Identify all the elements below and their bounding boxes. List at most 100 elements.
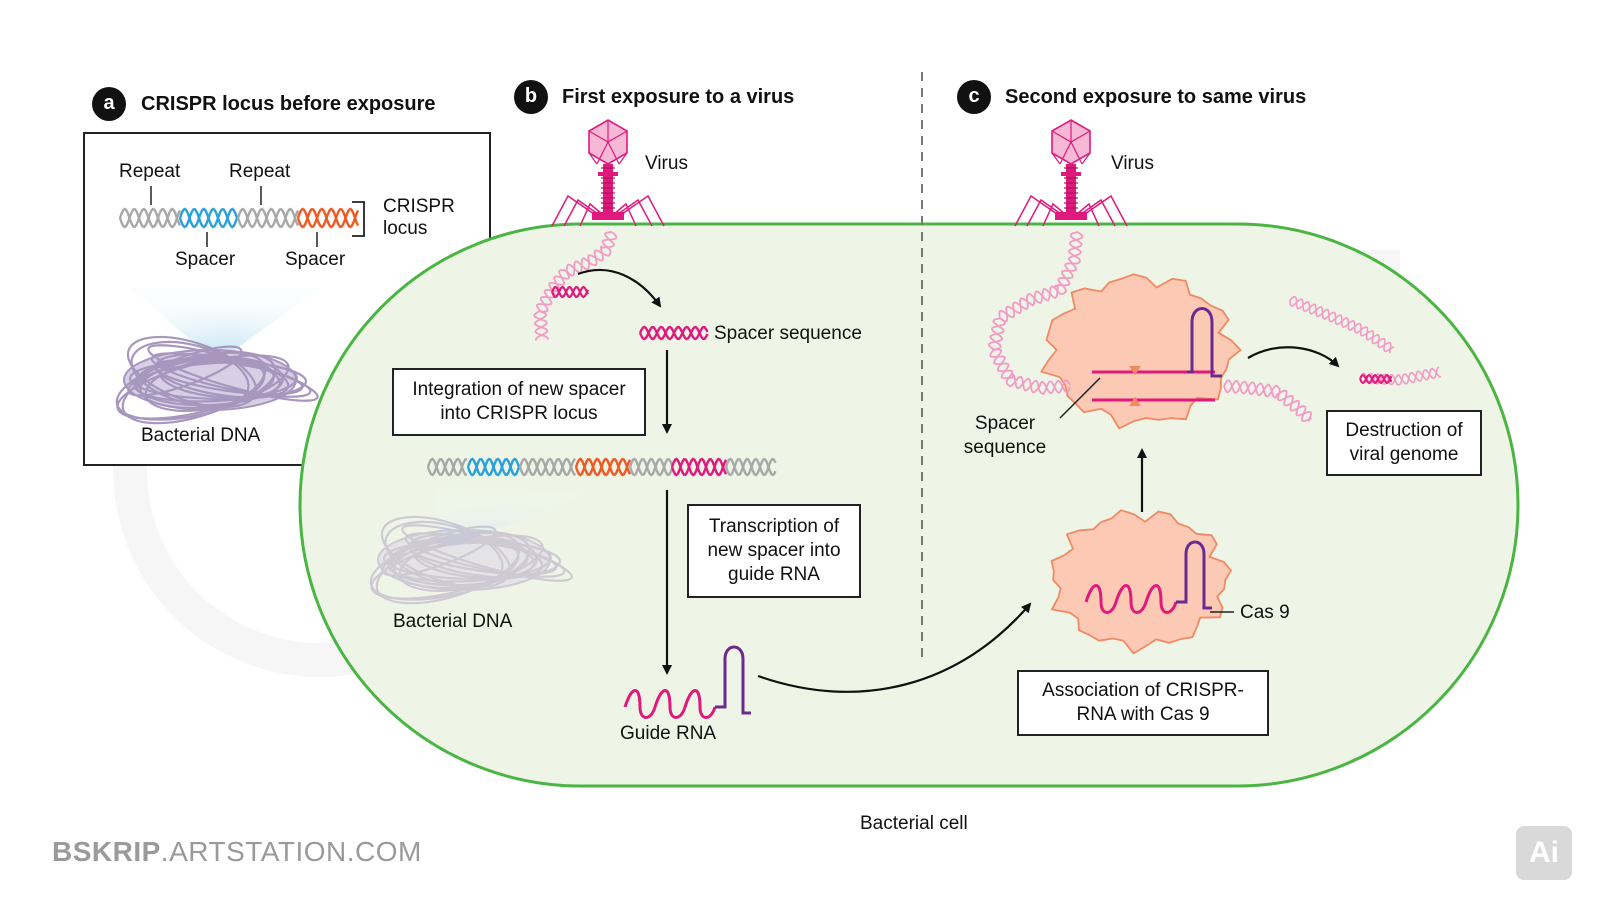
viral-dna-strand: [987, 231, 1084, 395]
dna-segment: [518, 457, 577, 477]
dna-loop: [413, 537, 535, 579]
spacer-sequence-pointer: [1059, 377, 1101, 419]
dna-loop: [369, 531, 531, 601]
watermark-rest: .ARTSTATION.COM: [160, 836, 422, 867]
virus-baseplate: [592, 212, 624, 220]
dna-loop: [408, 533, 544, 579]
virus-tail: [603, 164, 613, 214]
zoom-beam-a: [130, 288, 320, 352]
panel-a-badge: a: [92, 87, 126, 121]
locus-bracket: [352, 201, 365, 237]
dna-loop: [401, 524, 573, 582]
dna-loop: [116, 354, 290, 420]
crispr-locus-a: [118, 207, 360, 229]
dna-segment: [426, 457, 467, 477]
guide-rna-spacer: [623, 689, 717, 719]
dna-segment: [426, 457, 467, 477]
bacterial-dna-label-a: Bacterial DNA: [141, 425, 261, 446]
virus-icon: [551, 119, 665, 227]
spacer-helix: [638, 325, 709, 341]
guide-rna-scaffold: [715, 645, 751, 715]
panel-b-title: First exposure to a virus: [562, 86, 795, 108]
virus-tail-fibers: [551, 194, 665, 227]
virus-label-b: Virus: [645, 153, 688, 174]
repeat-label-2: Repeat: [229, 161, 291, 182]
viral-dna-strand: [1223, 379, 1312, 423]
dna-loop: [381, 525, 497, 577]
site-watermark: BSKRIP.ARTSTATION.COM: [52, 836, 422, 868]
guide-rna-scaffold: [1176, 540, 1212, 610]
bacterial-dna-icon: [115, 335, 319, 425]
destruction-line2: viral genome: [1349, 444, 1459, 465]
spacer-label-line2: sequence: [963, 437, 1047, 458]
spacer-sequence-icon: [638, 325, 709, 341]
integration-line2: into CRISPR locus: [440, 403, 598, 424]
injected-viral-dna: [533, 231, 618, 341]
crispr-locus-label-line1: CRISPR: [383, 196, 455, 217]
spacer-label-2: Spacer: [285, 249, 346, 270]
spacer-sequence-label: Spacer sequence: [714, 323, 862, 344]
dna-loop: [384, 520, 504, 588]
virus-tail: [1066, 164, 1076, 214]
dna-loop: [398, 538, 520, 592]
virus-tail-fibers: [1014, 194, 1128, 227]
transcription-line2: new spacer into: [707, 540, 841, 561]
arrow-association: [757, 602, 1032, 693]
dna-segment: [118, 207, 182, 229]
dna-loop: [370, 534, 544, 600]
dna-loop: [130, 340, 250, 408]
viral-spacer-fragment: [1359, 373, 1393, 385]
virus-baseplate: [1055, 212, 1087, 220]
cas9-body: [1040, 273, 1242, 430]
viral-spacer-region: [551, 285, 590, 299]
cut-site-icon: [1129, 365, 1141, 407]
crispr-locus-label-line2: locus: [383, 218, 428, 239]
bacterial-dna-faded-icon: [369, 515, 573, 605]
viral-dna-fragment: [1289, 298, 1392, 354]
dna-segment: [466, 457, 521, 477]
virus-head-facets: [1051, 120, 1091, 165]
guide-rna-label: Guide RNA: [620, 723, 717, 744]
destruction-line1: Destruction of: [1345, 420, 1463, 441]
integration-line1: Integration of new spacer: [412, 379, 626, 400]
dna-segment: [670, 457, 728, 477]
dna-segment: [628, 457, 674, 477]
virus-collar: [1061, 172, 1081, 176]
guide-rna-icon: [623, 645, 751, 719]
arrow-destruction: [1247, 346, 1340, 368]
destruction-box: Destruction of viral genome: [1326, 410, 1482, 476]
crispr-locus-b: [426, 457, 777, 477]
dna-loop: [380, 515, 512, 589]
spacer-label-line1: Spacer: [974, 413, 1036, 434]
dna-loop: [404, 532, 566, 578]
dna-blob-body: [377, 529, 551, 591]
viral-dna-fragment: [1289, 295, 1395, 353]
dna-segment: [296, 207, 360, 229]
viral-dna-in-cell: [987, 231, 1313, 423]
dna-loop: [408, 538, 558, 576]
panel-a-title: CRISPR locus before exposure: [141, 93, 436, 115]
crispr-locus-label: CRISPR locus: [383, 196, 455, 240]
virus-label-c: Virus: [1111, 153, 1154, 174]
panel-c-title: Second exposure to same virus: [1005, 86, 1307, 108]
integration-box: Integration of new spacer into CRISPR lo…: [392, 368, 646, 436]
viral-spacer-region: [551, 285, 590, 299]
guide-rna-spacer: [1084, 584, 1178, 614]
dna-segment: [628, 457, 674, 477]
virus-head-facets: [588, 120, 628, 165]
panel-b-badge: b: [514, 80, 548, 114]
viral-dna-fragments: [1289, 295, 1442, 386]
spacer-sequence-label-c: Spacer sequence: [960, 412, 1050, 460]
dna-segment: [178, 207, 239, 229]
arrow-to-spacer: [577, 269, 662, 308]
viral-spacer-fragment: [1359, 373, 1393, 385]
dna-loop: [387, 535, 539, 587]
dna-loop: [393, 537, 529, 589]
spacer-label-1: Spacer: [175, 249, 236, 270]
zoom-beam-b: [434, 487, 590, 552]
cas9-label: Cas 9: [1240, 602, 1290, 623]
virus-icon: [1014, 119, 1128, 227]
ai-logo-icon: Ai: [1516, 826, 1572, 880]
dna-segment: [724, 457, 777, 477]
